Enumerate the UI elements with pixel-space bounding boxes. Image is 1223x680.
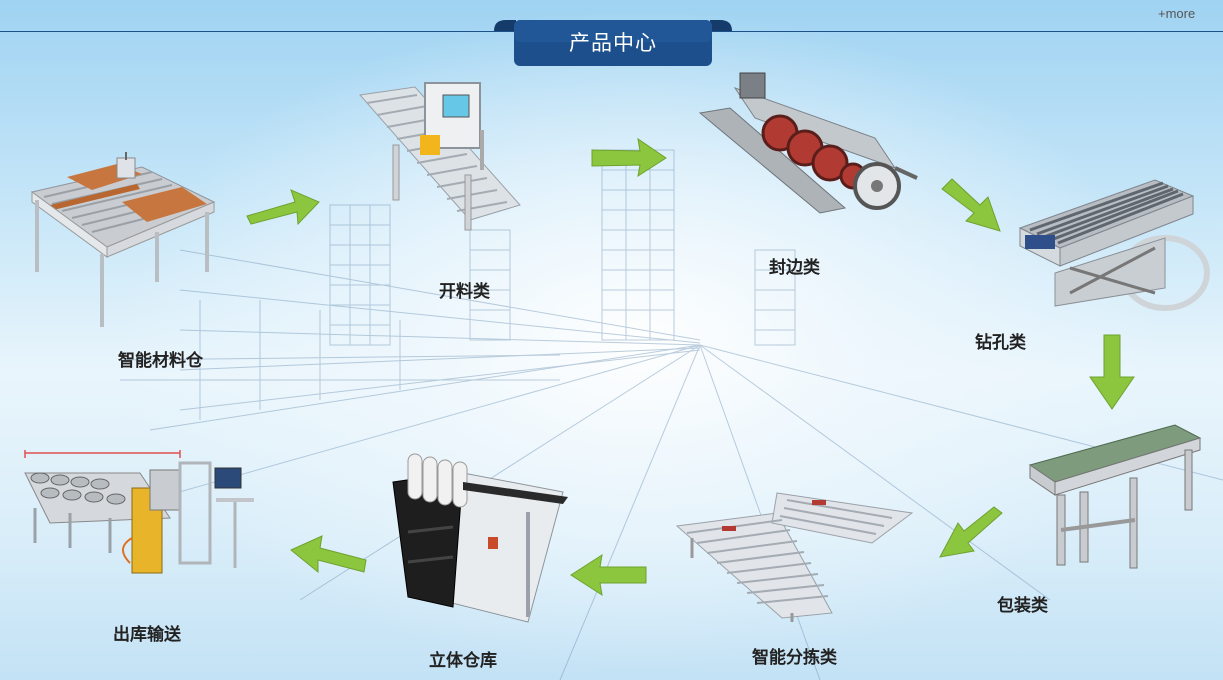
belt-conveyor-icon <box>1028 424 1202 569</box>
material-warehouse-machine-icon <box>30 152 216 327</box>
product-card-belt-conveyor[interactable] <box>1025 420 1205 575</box>
arrow-down-right-icon <box>941 178 1001 232</box>
more-link[interactable]: +more <box>1158 6 1196 21</box>
product-label-sorting[interactable]: 智能分拣类 <box>752 648 837 668</box>
arrow-down-icon <box>1089 334 1135 410</box>
product-card-edge-banding[interactable] <box>695 68 920 218</box>
section-title: 产品中心 <box>569 31 657 55</box>
outbound-packaging-line-icon <box>24 450 254 574</box>
product-label-belt-conveyor[interactable]: 包装类 <box>997 596 1048 616</box>
roller-lift-table-icon <box>1018 179 1210 311</box>
arrow-down-left-icon <box>939 506 1003 558</box>
product-card-vertical-storage[interactable] <box>388 452 568 627</box>
arrow-left-icon <box>290 535 367 574</box>
product-card-lift-table[interactable] <box>1015 178 1210 313</box>
product-label-panel-saw[interactable]: 开料类 <box>439 282 490 302</box>
sorting-conveyor-system-icon <box>675 492 914 622</box>
product-label-outbound[interactable]: 出库输送 <box>113 625 181 645</box>
product-card-material-warehouse[interactable] <box>22 152 217 332</box>
product-card-sorting[interactable] <box>672 488 917 623</box>
arrow-left-icon <box>570 553 647 597</box>
section-title-tab: 产品中心 <box>494 18 732 66</box>
arrow-right-icon <box>246 189 320 226</box>
vertical-storage-rack-icon <box>392 453 568 623</box>
arrow-right-icon <box>591 137 667 178</box>
product-card-panel-saw[interactable] <box>355 75 525 235</box>
product-label-edge-banding[interactable]: 封边类 <box>769 258 820 278</box>
product-card-outbound[interactable] <box>20 448 260 583</box>
panel-saw-machine-icon <box>359 82 521 231</box>
product-label-material-warehouse[interactable]: 智能材料仓 <box>118 351 203 371</box>
product-label-lift-table[interactable]: 钻孔类 <box>975 333 1026 353</box>
product-label-vertical-storage[interactable]: 立体仓库 <box>429 651 497 671</box>
edge-banding-machine-icon <box>698 72 918 214</box>
